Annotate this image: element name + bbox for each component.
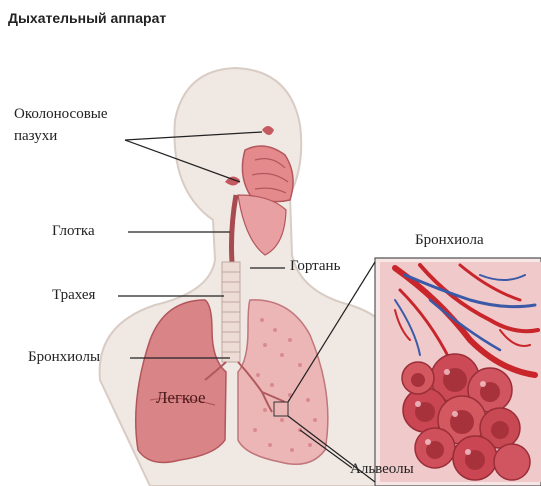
diagram-title: Дыхательный аппарат: [8, 10, 166, 26]
label-larynx: Гортань: [290, 258, 340, 275]
label-pharynx: Глотка: [52, 223, 95, 240]
label-alveoli: Альвеолы: [350, 461, 414, 478]
label-trachea: Трахея: [52, 287, 95, 304]
label-lung: Легкое: [156, 388, 206, 408]
label-sinuses-line1: Околоносовые: [14, 106, 108, 123]
label-bronchioles: Бронхиолы: [28, 349, 100, 366]
label-sinuses-line2: пазухи: [14, 128, 57, 145]
trachea-shape: [222, 262, 240, 362]
label-bronchiole: Бронхиола: [415, 232, 484, 249]
alveoli-inset: [375, 258, 541, 486]
